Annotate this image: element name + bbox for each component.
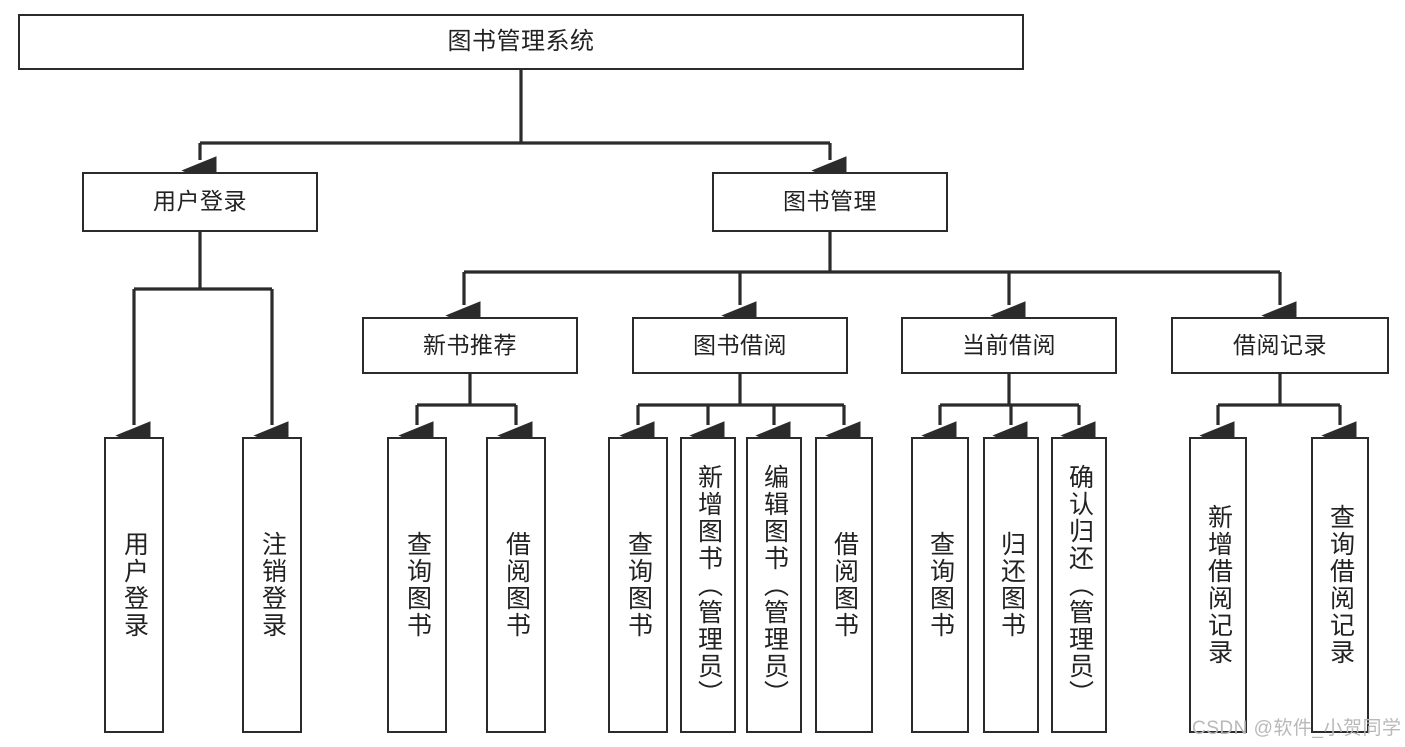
- node-leaf-user-login[interactable]: 用户登录: [104, 437, 164, 733]
- node-leaf-borrow-book-2[interactable]: 借阅图书: [815, 437, 873, 733]
- node-leaf-query-book-3[interactable]: 查询图书: [911, 437, 969, 733]
- node-borrow-record-label: 借阅记录: [1233, 331, 1327, 358]
- node-leaf-query-book-2[interactable]: 查询图书: [608, 437, 668, 733]
- node-leaf-borrow-book-1-label: 借阅图书: [502, 531, 531, 639]
- node-new-book-rec[interactable]: 新书推荐: [362, 317, 578, 374]
- node-user-login-label: 用户登录: [153, 188, 247, 215]
- node-leaf-edit-book-label: 编辑图书（管理员）: [760, 463, 789, 707]
- node-leaf-logout[interactable]: 注销登录: [242, 437, 302, 733]
- edge-root-to-level2: [181, 70, 847, 185]
- node-new-book-rec-label: 新书推荐: [423, 331, 517, 358]
- node-leaf-borrow-book-1[interactable]: 借阅图书: [486, 437, 546, 733]
- node-leaf-query-record[interactable]: 查询借阅记录: [1311, 437, 1369, 733]
- node-leaf-add-record[interactable]: 新增借阅记录: [1189, 437, 1247, 733]
- node-leaf-return-book-label: 归还图书: [997, 531, 1026, 639]
- edge-bookborrow-to-leaves: [619, 374, 861, 450]
- node-leaf-edit-book[interactable]: 编辑图书（管理员）: [746, 437, 802, 733]
- node-current-borrow-label: 当前借阅: [962, 331, 1056, 358]
- edge-borrowrecord-to-leaves: [1199, 374, 1357, 450]
- node-leaf-query-book-1-label: 查询图书: [403, 531, 432, 639]
- node-leaf-return-book[interactable]: 归还图书: [983, 437, 1039, 733]
- node-leaf-query-record-label: 查询借阅记录: [1326, 504, 1355, 666]
- node-borrow-record[interactable]: 借阅记录: [1171, 317, 1389, 374]
- edge-userlogin-to-leaves: [115, 232, 289, 450]
- node-leaf-user-login-label: 用户登录: [120, 531, 149, 639]
- node-leaf-query-book-1[interactable]: 查询图书: [387, 437, 447, 733]
- edge-bookmanage-to-level3: [445, 232, 1297, 330]
- edge-currentborrow-to-leaves: [921, 374, 1096, 450]
- node-leaf-query-book-2-label: 查询图书: [624, 531, 653, 639]
- node-root[interactable]: 图书管理系统: [18, 14, 1024, 70]
- node-leaf-borrow-book-2-label: 借阅图书: [830, 531, 859, 639]
- edge-newbook-to-leaves: [398, 374, 533, 450]
- node-user-login[interactable]: 用户登录: [82, 172, 318, 232]
- node-leaf-confirm-return[interactable]: 确认归还（管理员）: [1051, 437, 1107, 733]
- node-current-borrow[interactable]: 当前借阅: [901, 317, 1117, 374]
- node-leaf-query-book-3-label: 查询图书: [926, 531, 955, 639]
- node-leaf-add-record-label: 新增借阅记录: [1204, 504, 1233, 666]
- node-book-manage-label: 图书管理: [783, 188, 877, 215]
- node-book-borrow-label: 图书借阅: [693, 331, 787, 358]
- node-book-borrow[interactable]: 图书借阅: [632, 317, 848, 374]
- node-book-manage[interactable]: 图书管理: [712, 172, 948, 232]
- node-root-label: 图书管理系统: [447, 27, 595, 55]
- node-leaf-confirm-return-label: 确认归还（管理员）: [1065, 463, 1094, 707]
- node-leaf-logout-label: 注销登录: [258, 531, 287, 639]
- node-leaf-add-book-label: 新增图书（管理员）: [694, 463, 723, 707]
- node-leaf-add-book[interactable]: 新增图书（管理员）: [680, 437, 736, 733]
